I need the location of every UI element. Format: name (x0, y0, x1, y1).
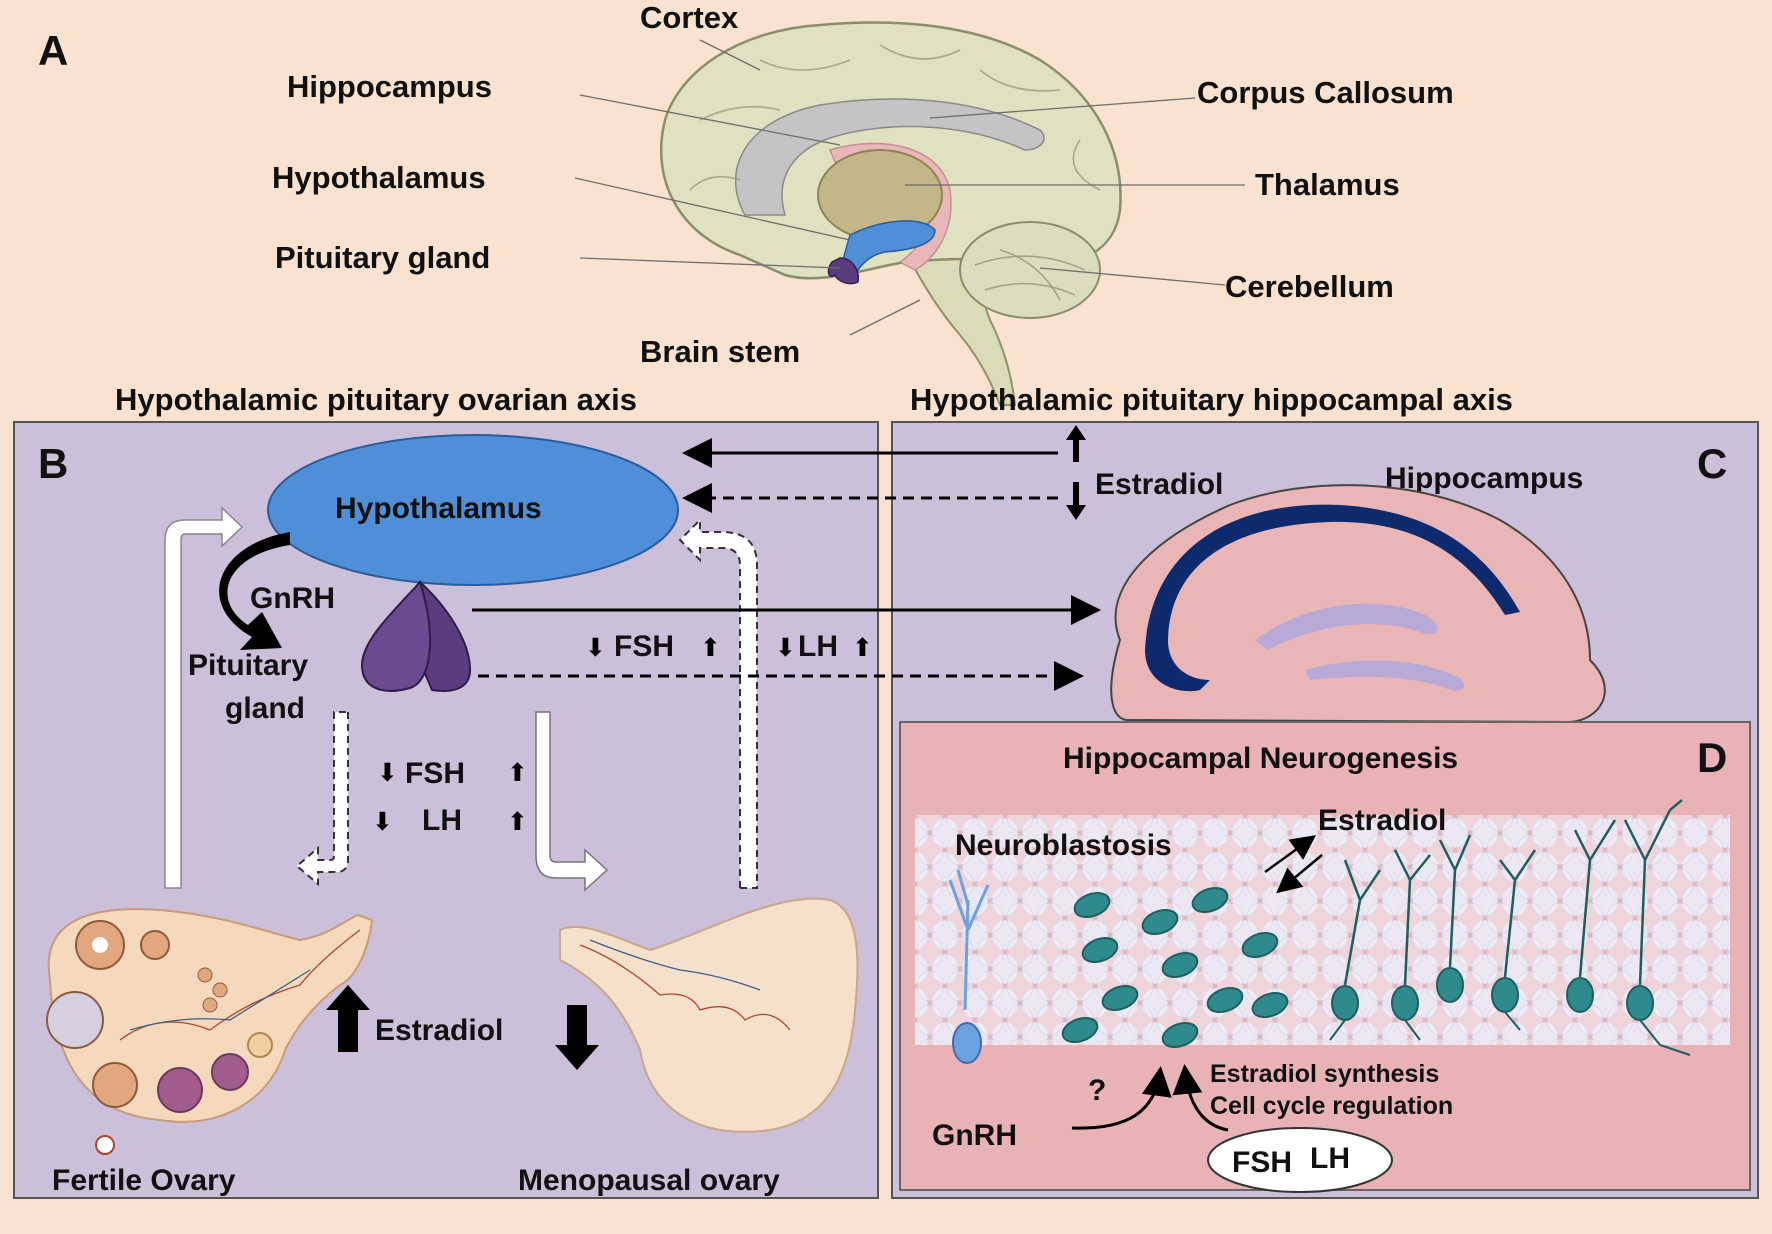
d-fsh-label: FSH (1232, 1146, 1292, 1179)
title-hippocampal-axis: Hypothalamic pituitary hippocampal axis (910, 382, 1513, 417)
label-hypothalamus: Hypothalamus (272, 160, 486, 195)
b-lh-label: LH (422, 804, 462, 837)
b-pituitary-label-1: Pituitary (188, 649, 308, 682)
svg-text:⬇: ⬇ (775, 634, 796, 662)
b-fertile-ovary-label: Fertile Ovary (52, 1164, 236, 1197)
panel-b: B Hypothalamus GnRH Pituitary gland ⬇ FS… (13, 421, 879, 1199)
svg-text:⬆: ⬆ (507, 759, 528, 787)
label-hippocampus: Hippocampus (287, 69, 492, 104)
b-estradiol-label: Estradiol (375, 1014, 503, 1047)
panel-letter-d: D (1697, 734, 1727, 781)
panel-letter-c: C (1697, 440, 1727, 487)
b-gnrh-label: GnRH (250, 582, 335, 615)
feedback-arrow-menopausal (678, 517, 758, 889)
neurons (948, 799, 1691, 1064)
corpus-callosum-shape (735, 98, 1045, 216)
estradiol-down-arrow (555, 1005, 599, 1070)
pituitary-to-fertile-arrow (295, 711, 349, 887)
panel-d: D Hippocampal Neurogenesis Neuroblastosi… (899, 721, 1751, 1193)
d-neuroblastosis-label: Neuroblastosis (955, 829, 1172, 862)
c-lh-label: LH (798, 630, 838, 663)
pituitary-shape (827, 257, 860, 285)
svg-text:⬇: ⬇ (377, 759, 398, 787)
svg-text:⬆: ⬆ (852, 634, 873, 662)
d-estradiol-synthesis-label: Estradiol synthesis (1210, 1060, 1439, 1088)
label-corpus-callosum: Corpus Callosum (1197, 75, 1454, 110)
cerebellum-shape (959, 221, 1101, 319)
label-cerebellum: Cerebellum (1225, 269, 1394, 304)
d-cell-cycle-label: Cell cycle regulation (1210, 1092, 1453, 1120)
d-title: Hippocampal Neurogenesis (1063, 742, 1458, 775)
c-fsh-label: FSH (614, 630, 674, 663)
fsh-lh-to-neurons-arrow (1172, 1064, 1229, 1132)
svg-text:⬇: ⬇ (372, 808, 393, 836)
d-gnrh-label: GnRH (932, 1119, 1017, 1152)
gnrh-to-neurons-arrow (1071, 1066, 1172, 1130)
label-brain-stem: Brain stem (640, 334, 800, 369)
hippocampus-tissue (1110, 484, 1606, 724)
b-menopausal-ovary-label: Menopausal ovary (518, 1164, 780, 1197)
hypothalamus-shape (839, 220, 936, 276)
fsh-lh-indicators: ⬇ FSH ⬆ ⬇ LH ⬆ (372, 757, 528, 837)
svg-text:⬆: ⬆ (700, 634, 721, 662)
label-thalamus: Thalamus (1255, 167, 1400, 202)
b-fsh-label: FSH (405, 757, 465, 790)
d-fsh-lh-oval (1207, 1127, 1393, 1193)
label-cortex: Cortex (640, 0, 739, 35)
b-hypothalamus-label: Hypothalamus (335, 492, 542, 525)
menopausal-ovary (559, 897, 859, 1133)
b-pituitary-label-2: gland (225, 692, 305, 725)
d-question-mark: ? (1088, 1074, 1106, 1107)
svg-text:⬇: ⬇ (585, 634, 606, 662)
pituitary-gland-shape (360, 580, 472, 692)
panel-letter-b: B (38, 440, 68, 487)
fertile-ovary (46, 908, 374, 1155)
c-estradiol-indicators (1066, 425, 1086, 520)
d-lh-label: LH (1310, 1142, 1350, 1175)
neuroblastosis-to-estradiol-arrow (1264, 835, 1317, 874)
label-pituitary-gland: Pituitary gland (275, 240, 490, 275)
hypothalamus-ellipse (267, 434, 679, 586)
title-ovarian-axis: Hypothalamic pituitary ovarian axis (115, 382, 637, 417)
gnrh-curved-arrow (219, 532, 290, 650)
c-hippocampus-label: Hippocampus (1385, 462, 1583, 495)
pituitary-to-menopausal-arrow (535, 711, 609, 892)
brain-illustration (660, 21, 1122, 406)
feedback-arrow-fertile (164, 506, 244, 889)
d-estradiol-label: Estradiol (1318, 804, 1446, 837)
panel-a: A Cor (38, 0, 1454, 406)
panel-letter-a: A (38, 27, 68, 74)
c-fsh-lh-indicators: ⬇ FSH ⬆ ⬇ LH ⬆ (585, 630, 873, 663)
svg-text:⬆: ⬆ (507, 808, 528, 836)
estradiol-to-neuroblastosis-arrow (1276, 854, 1323, 894)
estradiol-up-arrow (326, 985, 370, 1052)
c-estradiol-label: Estradiol (1095, 468, 1223, 501)
